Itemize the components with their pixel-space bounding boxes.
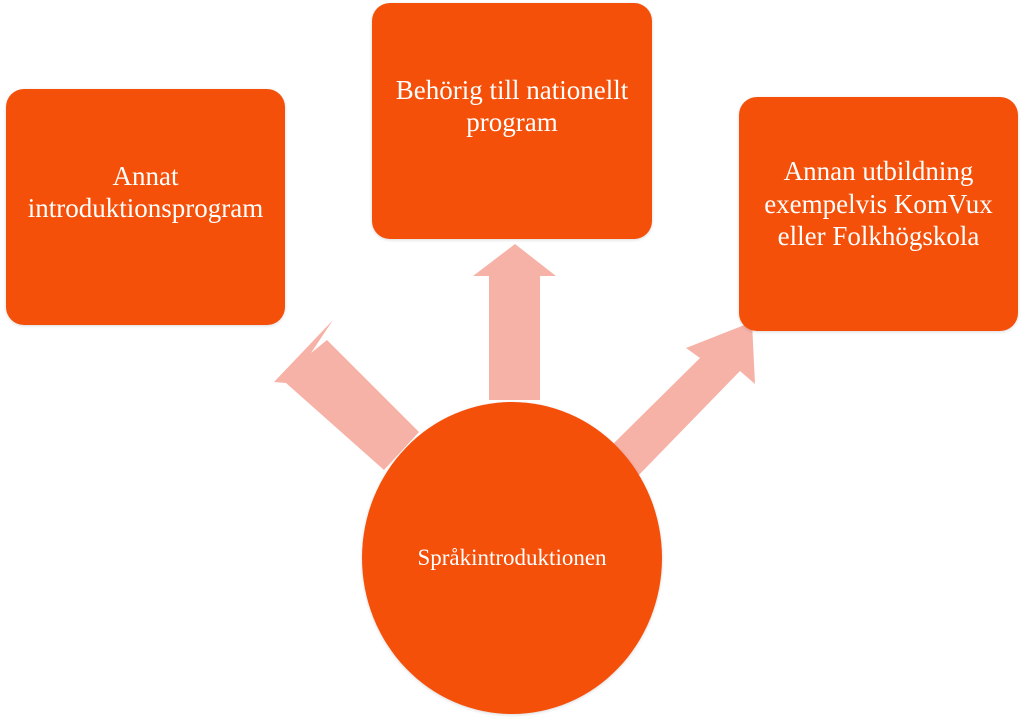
outcome-label-other-intro-program: Annat introduktionsprogram [27, 160, 264, 223]
center-node-label: Språkintroduktionen [417, 545, 607, 571]
outcome-label-other-education: Annan utbildning exempelvis KomVux eller… [764, 156, 993, 252]
arrow-to-top-box [473, 244, 556, 400]
outcome-node-other-education: Annan utbildning exempelvis KomVux eller… [739, 97, 1018, 331]
outcome-node-other-intro-program: Annat introduktionsprogram [6, 89, 285, 325]
outcome-label-national-program: Behörig till nationellt program [395, 74, 629, 137]
outcome-node-national-program: Behörig till nationellt program [372, 3, 652, 239]
center-node-sprakintroduktionen: Språkintroduktionen [362, 402, 662, 714]
arrow-to-left-box [274, 320, 419, 470]
arrow-to-right-box [612, 322, 755, 481]
